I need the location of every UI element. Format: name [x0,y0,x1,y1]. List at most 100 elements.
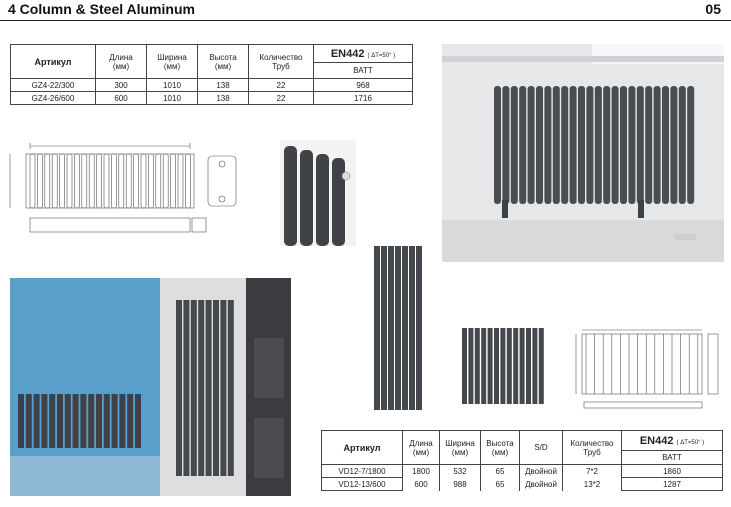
radiator-tube [594,86,602,204]
col-watt: ВАТТ [621,450,723,465]
radiator-tube [506,328,512,404]
radiator-tube [74,153,80,209]
radiator-tube [183,300,190,476]
col-en442: EN442 ( ΔT=50° ) [621,430,723,451]
col-tubes: Количество Труб [248,44,314,79]
page-number: 05 [705,1,721,17]
radiator-tube [88,394,95,448]
radiator-tube [88,153,95,209]
radiator-tube [603,86,611,204]
radiator-tube [569,86,577,204]
radiator-tube [37,153,43,209]
col-height: Высота (мм) [480,430,520,465]
radiator-tube [103,153,110,209]
radiator-tube [502,86,510,204]
radiator-tube [468,328,474,404]
radiator-tube [544,86,552,204]
radiator-tube [205,300,212,476]
radiator-tube [513,328,519,404]
radiator-tube [118,153,125,209]
radiator-tube [81,153,88,209]
radiator-tube [500,328,506,404]
radiator-tube [57,394,63,448]
col-length: Длина (мм) [95,44,147,79]
radiator-tube [628,86,636,204]
radiator-tube [636,86,644,204]
radiator-tube [170,153,176,209]
radiator-tube [162,153,169,209]
radiator-tube [185,153,191,209]
radiator-tube [532,328,538,404]
radiator-tube [18,394,24,448]
radiator-tube [148,153,154,209]
table-row: VD12-13/600 600 988 65 Двойной 13*2 1287 [321,477,723,491]
radiator-tube [645,86,653,204]
radiator-tube [462,328,467,404]
radiator-tube [611,86,619,204]
radiator-tube [519,328,525,404]
radiator-tube [653,86,661,204]
radiator-tube [66,153,73,209]
radiator-tube [519,86,527,204]
radiator-tube [140,153,147,209]
radiator-tube [395,246,401,410]
radiator-tube [220,300,227,476]
radiator-tube [561,86,569,204]
radiator-tube [620,86,627,204]
radiator-tube [135,394,141,448]
radiator-tube [213,300,219,476]
col-tubes: Количество Труб [562,430,622,465]
radiator-tube [474,328,480,404]
radiator-tube [51,153,58,209]
page-title: 4 Column & Steel Aluminum [8,1,195,17]
radiator-tube [41,394,48,448]
radiator-tube [25,394,32,448]
table-row: GZ4-22/300 300 1010 138 22 968 [10,78,413,92]
radiator-tube [44,153,51,209]
radiator-tube [678,86,686,204]
column-radiator-drawing [9,143,237,233]
radiator-tube [536,86,543,204]
spec-table-vertical-flat: Артикул Длина (мм) Ширина (мм) Высота (м… [321,430,723,491]
radiator-tube [416,246,422,410]
spec-table-4-column: Артикул Длина (мм) Ширина (мм) Высота (м… [10,44,413,105]
radiator-tube [586,86,594,204]
col-height: Высота (мм) [197,44,249,79]
radiator-tube [33,394,40,448]
radiator-tube [64,394,71,448]
radiator-tube [662,86,669,204]
radiator-tube [155,153,162,209]
col-length: Длина (мм) [402,430,440,465]
radiator-tube [481,328,487,404]
radiator-tube [190,300,197,476]
radiator-tube [177,153,184,209]
radiator-tube [510,86,518,204]
flat-radiator-drawing [575,329,719,409]
col-width: Ширина (мм) [146,44,198,79]
radiator-tube [402,246,408,410]
radiator-tube [374,246,380,410]
radiator-tube [59,153,65,209]
table-row: VD12-7/1800 1800 532 65 Двойной 7*2 1860 [321,464,723,478]
col-width: Ширина (мм) [439,430,481,465]
radiator-tube [670,86,678,204]
col-sd: S/D [519,430,563,465]
radiator-tube [49,394,56,448]
radiator-tube [111,394,118,448]
radiator-tube [538,328,544,404]
col-watt: ВАТТ [313,62,413,79]
column-radiator-closeup-photo [280,140,356,246]
col-article: Артикул [321,430,403,465]
table-row: GZ4-26/600 600 1010 138 22 1716 [10,91,413,105]
radiator-tube [381,246,387,410]
blue-wall-radiator-photo [10,278,160,496]
radiator-tube [111,153,117,209]
radiator-tube [176,300,182,476]
radiator-tube [133,153,139,209]
radiator-tube [687,86,695,204]
radiator-tube [198,300,205,476]
radiator-tube [552,86,560,204]
radiator-tube [527,86,535,204]
radiator-tube [80,394,87,448]
column-radiator-room-photo [442,44,724,262]
